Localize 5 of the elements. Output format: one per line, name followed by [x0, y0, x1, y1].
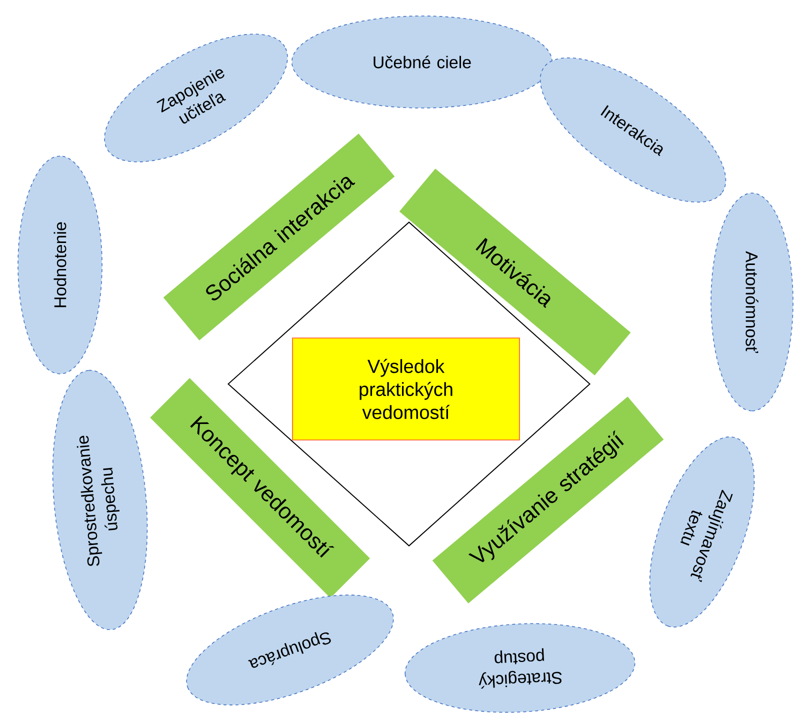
oval: Autonómnosť — [710, 192, 794, 412]
oval: Hodnotenie — [18, 156, 102, 374]
result-box: Výsledok praktických vedomostí — [292, 338, 520, 440]
oval: Strategický postup — [404, 623, 636, 713]
oval: Učebné ciele — [292, 16, 552, 108]
